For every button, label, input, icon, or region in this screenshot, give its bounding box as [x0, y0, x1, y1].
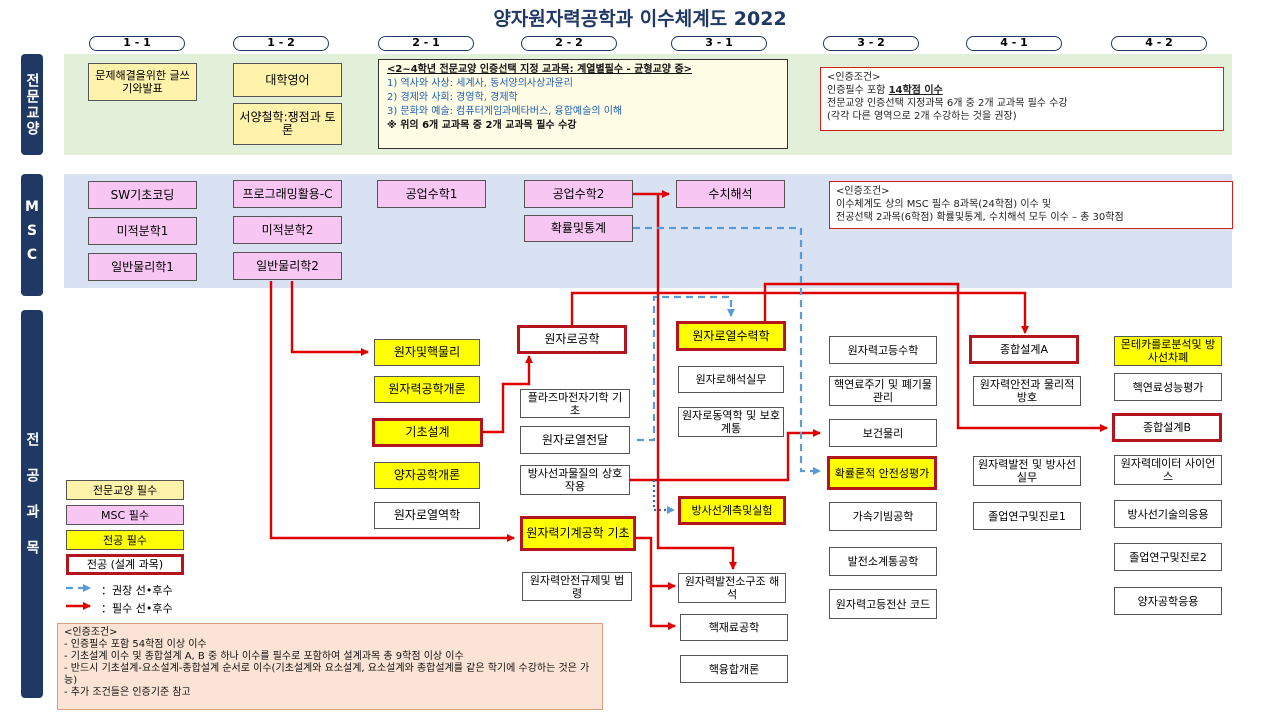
- semester-header-2-1: 2 - 1: [378, 36, 474, 51]
- note-line: - 반드시 기초설계-요소설계-종합설계 순서로 이수(기초설계와 요소설계, …: [64, 663, 590, 686]
- note-line: 전문교양 인증선택 지정과목 6개 중 2개 교과목 필수 수강: [827, 98, 1068, 109]
- course-prob-safety: 확률론적 안전성평가: [827, 456, 937, 490]
- legend-major: 전공 필수: [66, 530, 184, 550]
- general-certification-note: <인증조건> 인증필수 포함 14학점 이수 전문교양 인증선택 지정과목 6개…: [820, 67, 1224, 131]
- note-line: (각각 다른 영역으로 2개 수강하는 것을 권장): [827, 111, 1017, 122]
- legend-recommended-label: ：권장 선•후수: [101, 584, 173, 597]
- general-elective-item: 2) 경제와 사회: 경영학, 경제학: [387, 92, 518, 103]
- note-title: <인증조건>: [827, 72, 881, 83]
- course-graduation1: 졸업연구및진로1: [973, 502, 1081, 530]
- course-writing-presentation: 문제해결을위한 글쓰기와발표: [88, 63, 197, 101]
- course-graduation2: 졸업연구및진로2: [1114, 543, 1222, 571]
- course-adv-code: 원자력고등전산 코드: [829, 589, 937, 619]
- row-label-major: 전공과목: [21, 310, 43, 698]
- course-nuclear-intro: 원자력공학개론: [374, 376, 480, 403]
- course-safety-regulation: 원자력안전규제및 법령: [522, 572, 632, 601]
- course-physics2: 일반물리학2: [233, 252, 342, 280]
- course-calculus2: 미적분학2: [233, 216, 342, 244]
- msc-certification-note: <인증조건> 이수체계도 상의 MSC 필수 8과목(24학점) 이수 및 전공…: [829, 181, 1233, 229]
- course-nuclear-materials: 핵재료공학: [680, 614, 788, 641]
- course-monte-carlo: 몬테카를로분석및 방사선차폐: [1114, 336, 1222, 366]
- course-reactor-dynamics: 원자로동역학 및 보호계통: [678, 407, 784, 437]
- course-fuel-cycle: 핵연료주기 및 폐기물관리: [829, 376, 937, 406]
- course-atomic-nuclear-physics: 원자및핵물리: [374, 339, 480, 366]
- course-reactor-engineering: 원자로공학: [517, 325, 627, 354]
- course-radiation-tech: 방사선기술의응용: [1114, 500, 1222, 528]
- course-reactor-thermodynamics: 원자로열역학: [374, 502, 480, 529]
- semester-header-2-2: 2 - 2: [521, 36, 617, 51]
- general-elective-item: 3) 문화와 예술: 컴퓨터게임과메타버스, 융합예술의 이해: [387, 106, 623, 117]
- page-title: 양자원자력공학과 이수체계도 2022: [493, 8, 787, 30]
- course-prob-stats: 확률및통계: [524, 215, 633, 242]
- course-basic-design: 기초설계: [372, 418, 483, 447]
- course-power-system: 발전소계통공학: [829, 547, 937, 576]
- semester-header-3-1: 3 - 1: [671, 36, 767, 51]
- course-fusion-intro: 핵융합개론: [680, 655, 788, 683]
- legend-required-label: ：필수 선•후수: [101, 602, 173, 615]
- course-radiation-matter: 방사선과물질의 상호작용: [520, 465, 630, 495]
- course-western-philosophy: 서양철학:쟁점과 토론: [233, 103, 342, 145]
- course-plant-structure: 원자력발전소구조 해석: [678, 573, 786, 603]
- note-line: 인증필수 포함 14학점 이수: [827, 85, 943, 96]
- course-accelerator: 가속기빔공학: [829, 502, 937, 531]
- note-line: - 인증필수 포함 54학점 이상 이수: [64, 639, 207, 650]
- semester-header-3-2: 3 - 2: [823, 36, 919, 51]
- course-radiation-lab: 방사선계측및실험: [678, 496, 786, 525]
- legend-design: 전공 (설계 과목): [66, 554, 184, 575]
- course-health-physics: 보건물리: [829, 419, 937, 447]
- legend-general: 전문교양 필수: [66, 480, 184, 500]
- course-college-english: 대학영어: [233, 63, 342, 97]
- course-thermal-hydraulics: 원자로열수력학: [676, 321, 786, 351]
- course-programming-c: 프로그래밍활용-C: [233, 180, 342, 208]
- course-calculus1: 미적분학1: [88, 217, 197, 245]
- course-capstone-b: 종합설계B: [1112, 413, 1222, 442]
- general-elective-heading: <2~4학년 전문교양 인증선택 지정 교과목: 계열별필수 - 균형교양 중>: [387, 64, 693, 75]
- note-line: 이수체계도 상의 MSC 필수 8과목(24학점) 이수 및: [836, 199, 1052, 210]
- course-numerical-analysis: 수치해석: [676, 180, 785, 208]
- semester-header-4-2: 4 - 2: [1111, 36, 1207, 51]
- course-physics1: 일반물리학1: [88, 253, 197, 281]
- semester-header-1-1: 1 - 1: [89, 36, 185, 51]
- course-quantum-app: 양자공학응용: [1114, 587, 1222, 615]
- note-title: <인증조건>: [64, 627, 118, 638]
- semester-header-1-2: 1 - 2: [233, 36, 329, 51]
- course-fuel-performance: 핵연료성능평가: [1114, 373, 1222, 401]
- note-line: - 추가 조건들은 인증기준 참고: [64, 687, 191, 698]
- semester-header-4-1: 4 - 1: [966, 36, 1062, 51]
- course-adv-math: 원자력고등수학: [829, 336, 937, 364]
- course-safety-protection: 원자력안전과 물리적방호: [973, 376, 1081, 406]
- course-reactor-heat-transfer: 원자로열전달: [520, 426, 630, 454]
- course-nuclear-mech-eng: 원자력기계공학 기초: [520, 516, 636, 551]
- legend-msc: MSC 필수: [66, 505, 184, 525]
- course-reactor-analysis: 원자로해석실무: [678, 366, 784, 393]
- row-label-msc: MSC: [21, 174, 43, 296]
- general-elective-item: ※ 위의 6개 교과목 중 2개 교과목 필수 수강: [387, 120, 577, 131]
- course-capstone-a: 종합설계A: [969, 335, 1079, 364]
- general-elective-item: 1) 역사와 사상: 세계사, 동서양의사상과윤리: [387, 78, 573, 89]
- course-sw-coding: SW기초코딩: [88, 181, 197, 209]
- course-eng-math1: 공업수학1: [377, 180, 486, 208]
- course-data-science: 원자력데이터 사이언스: [1114, 455, 1222, 485]
- note-line: - 기초설계 이수 및 종합설계 A, B 중 하나 이수를 필수로 포함하여 …: [64, 651, 464, 662]
- major-certification-note: <인증조건> - 인증필수 포함 54학점 이상 이수 - 기초설계 이수 및 …: [57, 623, 603, 710]
- note-title: <인증조건>: [836, 186, 890, 197]
- row-label-general: 전문교양: [21, 54, 43, 155]
- course-plasma-em: 플라즈마전자기학 기초: [520, 389, 630, 418]
- course-eng-math2: 공업수학2: [524, 180, 633, 208]
- note-line: 전공선택 2과목(6학점) 확률및통계, 수치해석 모두 이수 – 총 30학점: [836, 212, 1124, 223]
- course-power-radiation: 원자력발전 및 방사선실무: [973, 456, 1081, 486]
- general-elective-list: <2~4학년 전문교양 인증선택 지정 교과목: 계열별필수 - 균형교양 중>…: [378, 59, 788, 149]
- course-quantum-intro: 양자공학개론: [374, 462, 480, 489]
